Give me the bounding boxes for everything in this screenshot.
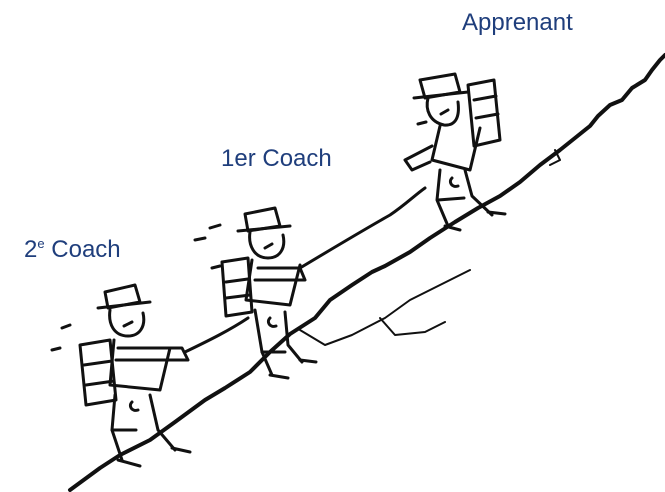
label-second-coach-number: 2 <box>24 236 38 263</box>
label-second-coach: 2e Coach <box>24 236 121 263</box>
breath-marks <box>50 120 428 352</box>
rope-coach1-to-apprenant <box>298 186 427 270</box>
mountain-ridge-shading <box>299 149 561 346</box>
label-apprenant: Apprenant <box>462 9 573 36</box>
rope-coach2-to-coach1 <box>183 316 250 354</box>
second-coach-climber <box>78 283 192 468</box>
label-second-coach-superscript: e <box>37 236 45 251</box>
label-second-coach-word: Coach <box>44 236 121 263</box>
label-first-coach: 1er Coach <box>221 145 332 172</box>
learner-climber <box>403 72 507 232</box>
first-coach-climber <box>220 206 318 380</box>
mountain-ridge-line <box>68 53 665 492</box>
